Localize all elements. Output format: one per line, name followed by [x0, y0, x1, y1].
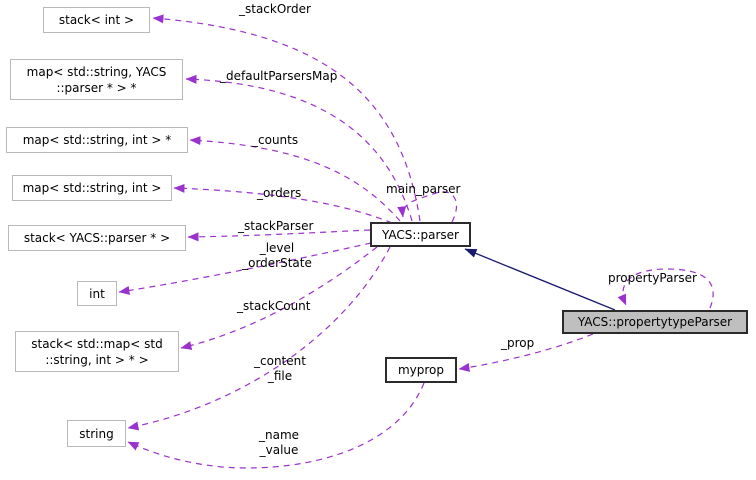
edge-orders: [173, 183, 393, 224]
edge-label-default-parsers-map: _defaultParsersMap: [220, 69, 338, 83]
edge-label-content-file: _content _file: [254, 354, 306, 383]
edge-property-parser-selfloop: [617, 268, 714, 309]
node-int: int: [77, 281, 117, 306]
edge-label-stack-count: _stackCount: [237, 299, 311, 313]
edge-label-name-value: _name _value: [258, 428, 300, 457]
edge-inheritance: [464, 248, 616, 311]
edge-label-orders: _orders: [257, 186, 302, 200]
edge-stack-order: [152, 14, 421, 222]
node-yacs-propertytype-parser[interactable]: YACS::propertytypeParser: [562, 310, 748, 334]
node-stack-map-string-int: stack< std::map< std ::string, int > * >: [15, 331, 179, 372]
edge-label-counts: _counts: [252, 133, 299, 147]
edge-label-prop: _prop: [501, 336, 535, 350]
edge-default-parsers-map: [185, 74, 413, 222]
edge-label-level-orderstate: _level _orderState: [242, 241, 312, 270]
edge-counts: [189, 136, 401, 222]
node-stack-yacs-parser-ptr: stack< YACS::parser * >: [8, 225, 186, 251]
node-yacs-parser[interactable]: YACS::parser: [370, 222, 471, 247]
node-string: string: [67, 420, 126, 447]
edge-prop: [458, 333, 594, 372]
edge-label-main-parser: main_parser: [386, 182, 461, 196]
edge-stack-parser: [187, 229, 371, 242]
edge-label-stack-parser: _stackParser: [238, 219, 314, 233]
node-stack-int: stack< int >: [43, 7, 150, 33]
edge-label-stack-order: _stackOrder: [239, 2, 311, 16]
node-myprop[interactable]: myprop: [385, 357, 457, 383]
edge-content-file: [127, 246, 391, 431]
edge-name-value: [127, 382, 425, 469]
node-map-string-int: map< std::string, int >: [12, 175, 172, 201]
edge-label-property-parser: propertyParser: [608, 271, 697, 285]
edge-stack-count: [180, 246, 378, 350]
edge-main-parser-selfloop: [397, 191, 458, 223]
node-map-string-int-ptr: map< std::string, int > *: [6, 127, 188, 153]
node-map-string-yacs-parser: map< std::string, YACS ::parser * > *: [10, 59, 183, 100]
